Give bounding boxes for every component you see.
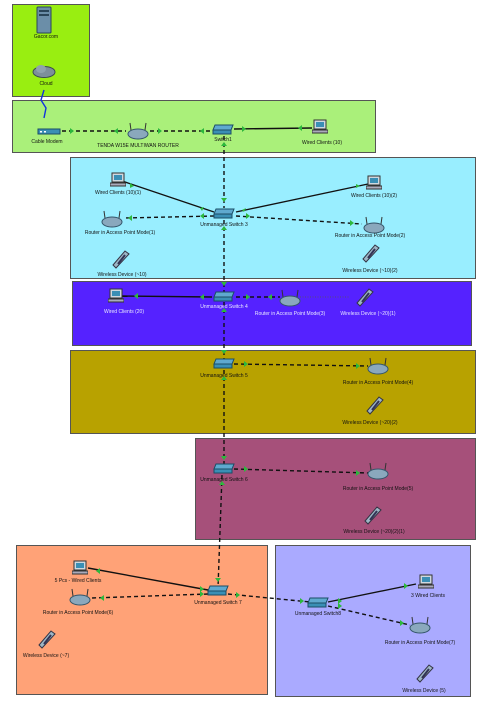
access-point-icon[interactable] xyxy=(100,210,124,228)
link-switch8-wired3 xyxy=(327,583,417,603)
wl10-2-label: Wireless Device (~10)(2) xyxy=(342,268,398,274)
ap6-label: Router in Access Point Mode(6) xyxy=(42,610,114,616)
link-switch3-wired2 xyxy=(235,183,369,213)
ap7-label: Router in Access Point Mode(7) xyxy=(384,640,456,646)
link-switch7-ap6 xyxy=(91,593,209,599)
pc-icon[interactable] xyxy=(110,172,126,187)
wl20-2-1-label: Wireless Device (~20)(2)(1) xyxy=(343,529,405,535)
cloud-label: Cloud xyxy=(39,81,53,87)
switch6-icon[interactable] xyxy=(213,463,235,474)
link-switch7-pcs xyxy=(87,567,209,591)
access-point-icon[interactable] xyxy=(68,588,92,606)
cloud-icon[interactable] xyxy=(32,64,56,78)
switch3-icon[interactable] xyxy=(213,208,235,219)
wireless-device-icon[interactable] xyxy=(364,506,382,526)
server-icon[interactable] xyxy=(36,6,52,34)
pc-icon[interactable] xyxy=(418,574,434,589)
floor5-zone xyxy=(16,545,268,695)
wl20-2-label: Wireless Device (~20)(2) xyxy=(342,420,398,426)
server-label: Gacor.com xyxy=(33,34,59,40)
wireless-device-icon[interactable] xyxy=(366,396,384,416)
access-point-icon[interactable] xyxy=(408,616,432,634)
wl5-label: Wireless Device (5) xyxy=(402,688,446,694)
ap1-label: Router in Access Point Mode(1) xyxy=(84,230,156,236)
pc-icon[interactable] xyxy=(366,175,382,190)
link-switch3-wired1 xyxy=(121,180,215,213)
serial-link xyxy=(40,89,47,119)
ap3-label: Router in Access Point Mode(3) xyxy=(254,311,326,317)
wireless-device-icon[interactable] xyxy=(356,288,374,308)
wired20-label: Wired Clients (20) xyxy=(103,309,145,315)
wireless-device-icon[interactable] xyxy=(416,664,434,684)
switch5-label: Unmanaged Switch 5 xyxy=(200,373,248,379)
link-switch6-ap5 xyxy=(233,468,369,474)
switch1-icon[interactable] xyxy=(212,124,234,135)
ap2-label: Router in Access Point Mode(2) xyxy=(334,233,406,239)
modem-label: Cable Modem xyxy=(31,139,63,145)
wired3-label: 3 Wired Clients xyxy=(411,593,445,599)
link-switch3-ap2 xyxy=(235,215,363,225)
wl7-label: Wireless Device (~7) xyxy=(22,653,70,659)
access-point-icon[interactable] xyxy=(366,357,390,375)
floor6-zone xyxy=(275,545,471,697)
wireless-device-icon[interactable] xyxy=(112,250,130,270)
link-switch6-switch7 xyxy=(217,474,223,589)
pc-icon[interactable] xyxy=(72,560,88,575)
switch8-label: Unmanaged Switch8 xyxy=(294,611,342,617)
ap5-label: Router in Access Point Mode(5) xyxy=(342,486,414,492)
ap4-label: Router in Access Point Mode(4) xyxy=(342,380,414,386)
switch4-label: Unmanaged Switch 4 xyxy=(200,304,248,310)
wl10-label: Wireless Device (~10) xyxy=(97,272,147,278)
wl20-1-label: Wireless Device (~20)(1) xyxy=(340,311,396,317)
pc-icon[interactable] xyxy=(312,119,328,134)
router-label: TENDA W15E MULTIWAN ROUTER xyxy=(97,143,179,149)
switch5-icon[interactable] xyxy=(213,358,235,369)
access-point-icon[interactable] xyxy=(362,216,386,234)
switch4-icon[interactable] xyxy=(213,291,235,302)
wireless-device-icon[interactable] xyxy=(38,630,56,650)
router-icon[interactable] xyxy=(126,122,150,140)
switch8-icon[interactable] xyxy=(307,597,329,608)
wireless-device-icon[interactable] xyxy=(362,244,380,264)
cable-modem-icon[interactable] xyxy=(36,126,62,136)
access-point-icon[interactable] xyxy=(278,289,302,307)
link-switch5-ap4 xyxy=(233,363,369,367)
link-switch3-ap1 xyxy=(123,215,215,219)
floor4-zone xyxy=(195,438,476,540)
link-switch8-ap7 xyxy=(327,605,411,626)
switch7-label: Unmanaged Switch 7 xyxy=(194,600,242,606)
wired10-1-label: Wired Clients (10)(1) xyxy=(94,190,142,196)
wired10-2-label: Wired Clients (10)(2) xyxy=(350,193,398,199)
floor2-zone xyxy=(72,281,472,346)
switch3-label: Unmanaged Switch 3 xyxy=(200,222,248,228)
pcs5-label: 5 Pcs - Wired Clients xyxy=(54,578,102,584)
pc-icon[interactable] xyxy=(108,288,124,303)
switch6-label: Unmanaged Switch 6 xyxy=(200,477,248,483)
access-point-icon[interactable] xyxy=(366,462,390,480)
wired10-label: Wired Clients (10) xyxy=(301,140,343,146)
switch1-label: Switch1 xyxy=(214,137,232,143)
switch7-icon[interactable] xyxy=(207,585,229,596)
